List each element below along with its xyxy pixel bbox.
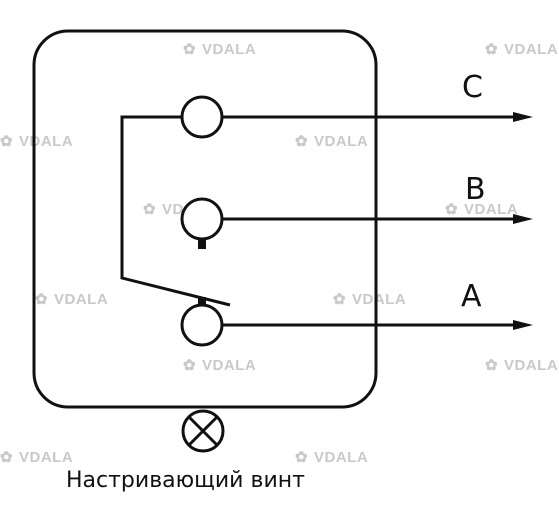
watermark-logo-icon: ✿ — [183, 357, 196, 374]
adjusting-screw-caption: Настриваю­щий винт — [66, 468, 305, 493]
watermarks: ✿ VDALA ✿ VDALA ✿ VDALA ✿ VDALA ✿ VDALA … — [0, 41, 558, 466]
watermark: ✿ VDALA — [0, 133, 73, 150]
label-b: B — [465, 172, 486, 207]
watermark-text: VDALA — [504, 41, 558, 58]
terminal-b-circle — [180, 197, 224, 241]
label-a: A — [461, 279, 482, 314]
watermark: ✿ VDALA — [183, 41, 256, 58]
watermark-text: VDALA — [54, 291, 108, 308]
watermark: ✿ VDALA — [35, 291, 108, 308]
watermark: ✿ VDALA — [445, 201, 518, 218]
watermark-logo-icon: ✿ — [143, 201, 156, 218]
watermark: ✿ VDALA — [333, 291, 406, 308]
watermark: ✿ VDALA — [295, 449, 368, 466]
watermark-text: VDALA — [19, 449, 73, 466]
watermark-logo-icon: ✿ — [295, 133, 308, 150]
watermark-logo-icon: ✿ — [35, 291, 48, 308]
watermark-logo-icon: ✿ — [485, 357, 498, 374]
watermark-text: VDALA — [314, 133, 368, 150]
watermark-text: VDALA — [314, 449, 368, 466]
watermark-logo-icon: ✿ — [445, 201, 458, 218]
contact-c: C — [180, 70, 533, 139]
watermark: ✿ VDALA — [485, 41, 558, 58]
watermark-text: VDALA — [352, 291, 406, 308]
watermark: ✿ VDALA — [183, 357, 256, 374]
watermark-text: VDALA — [504, 357, 558, 374]
watermark: ✿ VDALA — [0, 449, 73, 466]
watermark-logo-icon: ✿ — [295, 449, 308, 466]
arrow-b-icon — [513, 214, 533, 224]
terminal-a-circle — [180, 303, 224, 347]
terminal-a-contact-pad — [198, 297, 206, 307]
terminal-c-circle — [180, 95, 224, 139]
watermark: ✿ VDALA — [485, 357, 558, 374]
contact-a: A — [180, 279, 533, 347]
arrow-a-icon — [513, 320, 533, 330]
watermark-text: VDALA — [202, 357, 256, 374]
terminal-b-contact-pad — [198, 239, 206, 249]
watermark-logo-icon: ✿ — [183, 41, 196, 58]
label-c: C — [462, 70, 483, 105]
arrow-c-icon — [513, 112, 533, 122]
adjusting-screw-icon — [181, 409, 225, 453]
watermark-logo-icon: ✿ — [0, 449, 13, 466]
watermark-logo-icon: ✿ — [0, 133, 13, 150]
common-lever-wire — [120, 115, 231, 307]
watermark-logo-icon: ✿ — [485, 41, 498, 58]
watermark: ✿ VDALA — [295, 133, 368, 150]
watermark-text: VDALA — [464, 201, 518, 218]
watermark-text: VDALA — [19, 133, 73, 150]
watermark-logo-icon: ✿ — [333, 291, 346, 308]
contact-b: B — [180, 172, 533, 249]
watermark-text: VDALA — [202, 41, 256, 58]
